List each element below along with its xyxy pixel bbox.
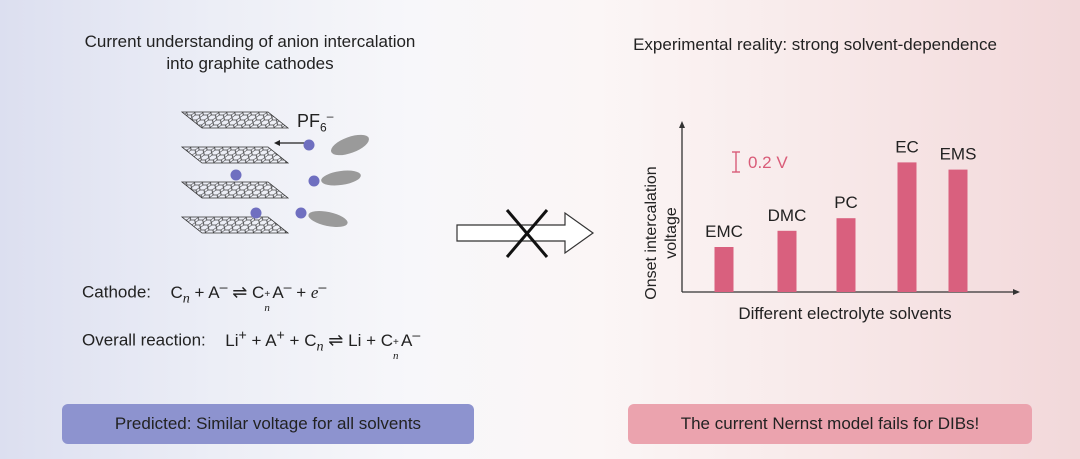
eq-term: A (265, 330, 277, 350)
eq-term: A (272, 282, 284, 302)
eq-sub: n (393, 349, 399, 362)
bar-ems (948, 169, 968, 292)
eq-sub: n (182, 290, 190, 307)
eq-term: Li (225, 330, 239, 350)
equilibrium-arrow-icon: ⇌ (232, 281, 248, 302)
anion-dot (308, 175, 320, 187)
eq-sup: + (393, 336, 399, 348)
ion-label-charge: – (326, 109, 334, 123)
eq-term: A (208, 282, 220, 302)
eq-term: C (170, 282, 183, 302)
eq-sup: + (264, 288, 271, 300)
left-title-line2: into graphite cathodes (166, 54, 334, 73)
bar-label-ems: EMS (940, 145, 977, 164)
y-axis-label-line2: voltage (663, 207, 680, 259)
contradiction-arrow (456, 209, 595, 258)
bar-label-pc: PC (834, 193, 858, 212)
bar-ec (897, 162, 917, 292)
ion-label: PF6– (297, 109, 333, 135)
ion-label-base: PF (297, 111, 321, 131)
ion-label-subscript: 6 (320, 120, 327, 135)
eq-term: C (304, 330, 317, 350)
eq-sup: + (238, 327, 247, 343)
graphite-layer (180, 111, 290, 129)
graphite-layer (180, 146, 290, 164)
insertion-arrow-head (274, 140, 280, 146)
eq-term: C (380, 330, 394, 350)
graphite-illustration (180, 111, 369, 234)
x-axis-label: Different electrolyte solvents (738, 304, 952, 323)
graphite-layer (180, 216, 290, 234)
bar-emc (714, 247, 734, 292)
solvent-molecule (321, 170, 361, 186)
anion-dot (230, 169, 242, 181)
y-axis-label-line1: Onset intercalation (643, 166, 660, 300)
cathode-label: Cathode: (82, 282, 151, 302)
solvent-molecule (331, 134, 369, 156)
y-axis-arrow (679, 121, 685, 128)
eq-sup: – (318, 279, 327, 295)
left-title-line1: Current understanding of anion intercala… (84, 32, 416, 51)
x-axis-arrow (1013, 289, 1020, 295)
solvent-molecule (308, 210, 348, 228)
overall-equation-row: Overall reaction: Li+ + A+ + Cn ⇌ Li + C… (82, 327, 421, 362)
eq-term: A (401, 330, 413, 350)
right-title: Experimental reality: strong solvent-dep… (633, 35, 997, 54)
eq-sup: – (219, 279, 228, 295)
bar-label-dmc: DMC (768, 206, 807, 225)
solvent-voltage-chart: EMC DMC PC EC EMS 0.2 V (679, 121, 1020, 295)
y-axis-label: Onset intercalation voltage (642, 148, 682, 318)
bars: EMC DMC PC EC EMS (705, 137, 976, 292)
eq-term: Li (348, 330, 362, 350)
eq-term: C (252, 282, 265, 302)
bar-dmc (777, 230, 797, 292)
overall-label: Overall reaction: (82, 330, 206, 350)
anion-dot (295, 207, 307, 219)
eq-sub: n (316, 338, 324, 355)
bar-label-emc: EMC (705, 222, 743, 241)
anion-dot (250, 207, 262, 219)
equilibrium-arrow-icon: ⇌ (328, 329, 344, 350)
conclusion-pill: The current Nernst model fails for DIBs! (628, 404, 1032, 444)
cross-icon (505, 209, 549, 258)
anion-dot (303, 139, 315, 151)
bar-pc (836, 218, 856, 292)
prediction-pill: Predicted: Similar voltage for all solve… (62, 404, 474, 444)
scale-bar (732, 151, 740, 173)
eq-sup: – (412, 327, 421, 343)
eq-sup: + (276, 327, 285, 343)
eq-sup: – (283, 279, 292, 295)
bar-label-ec: EC (895, 137, 919, 156)
graphite-layer (180, 181, 290, 199)
eq-term: e (310, 282, 319, 302)
scale-bar-label: 0.2 V (748, 153, 788, 172)
eq-sub: n (264, 301, 270, 314)
left-title: Current understanding of anion intercala… (30, 31, 470, 75)
